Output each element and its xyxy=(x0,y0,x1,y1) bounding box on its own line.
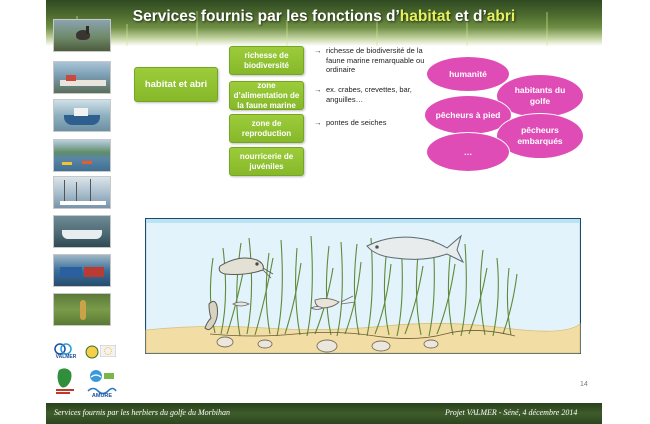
photo-trawlers xyxy=(53,254,111,287)
seagrass-illustration xyxy=(145,218,581,354)
function-box-nourricerie: nourricerie de juvéniles xyxy=(229,147,304,176)
photo-heron xyxy=(53,19,111,52)
roots xyxy=(209,330,516,339)
svg-text:AMURE: AMURE xyxy=(92,393,112,398)
svg-text:VALMER: VALMER xyxy=(56,354,77,359)
beneficiary-humanite: humanité xyxy=(427,57,509,91)
photo-harbour xyxy=(53,61,111,94)
footer-left-text: Services fournis par les herbiers du gol… xyxy=(54,408,230,417)
valmer-logo: VALMER xyxy=(50,343,82,359)
note-arrow: → xyxy=(314,85,322,94)
shrimp xyxy=(314,295,356,309)
beneficiary-pecheurs-pied: pêcheurs à pied xyxy=(425,96,511,134)
interreg-flag-logo xyxy=(100,345,116,357)
aamp-logo xyxy=(88,369,116,383)
note-biodiversite: → richesse de biodiversité de la faune m… xyxy=(314,46,426,75)
habitat-abri-box: habitat et abri xyxy=(134,67,218,102)
note-arrow: → xyxy=(314,118,322,127)
photo-kayaks xyxy=(53,139,111,172)
photo-boat xyxy=(53,99,111,132)
parc-naturel-logo xyxy=(54,366,76,396)
note-reproduction: → pontes de seiches xyxy=(314,118,416,128)
note-arrow: → xyxy=(314,46,322,55)
footer-bar xyxy=(46,403,602,424)
function-box-biodiversite: richesse de biodiversité xyxy=(229,46,304,75)
fish xyxy=(366,234,465,264)
seagrass-blades xyxy=(209,235,518,337)
footer-right-text: Projet VALMER - Séné, 4 décembre 2014 xyxy=(445,408,578,417)
seahorse xyxy=(204,300,218,331)
note-biodiversite-text: richesse de biodiversité de la faune mar… xyxy=(326,46,425,74)
photo-fishing-boat xyxy=(53,215,111,248)
beneficiary-other: … xyxy=(427,133,509,171)
note-alimentation: → ex. crabes, crevettes, bar, anguilles… xyxy=(314,85,416,104)
shells xyxy=(216,336,439,353)
small-fish xyxy=(232,301,324,310)
cuttlefish xyxy=(218,257,274,279)
note-alimentation-text: ex. crabes, crevettes, bar, anguilles… xyxy=(326,85,412,104)
photo-marina xyxy=(53,176,111,209)
slide-title: Services fournis par les fonctions d’hab… xyxy=(132,8,516,25)
amure-logo: AMURE xyxy=(87,384,117,398)
function-box-alimentation: zone d’alimentation de la faune marine xyxy=(229,81,304,110)
beneficiary-pecheurs-embarques: pêcheurs embarqués xyxy=(497,114,583,158)
photo-seahorse xyxy=(53,293,111,326)
note-reproduction-text: pontes de seiches xyxy=(326,118,387,127)
page-number: 14 xyxy=(580,381,588,388)
partner-logo-1 xyxy=(85,345,99,359)
title-banner xyxy=(46,0,602,46)
beneficiary-habitants: habitants du golfe xyxy=(497,75,583,117)
function-box-reproduction: zone de reproduction xyxy=(229,114,304,143)
